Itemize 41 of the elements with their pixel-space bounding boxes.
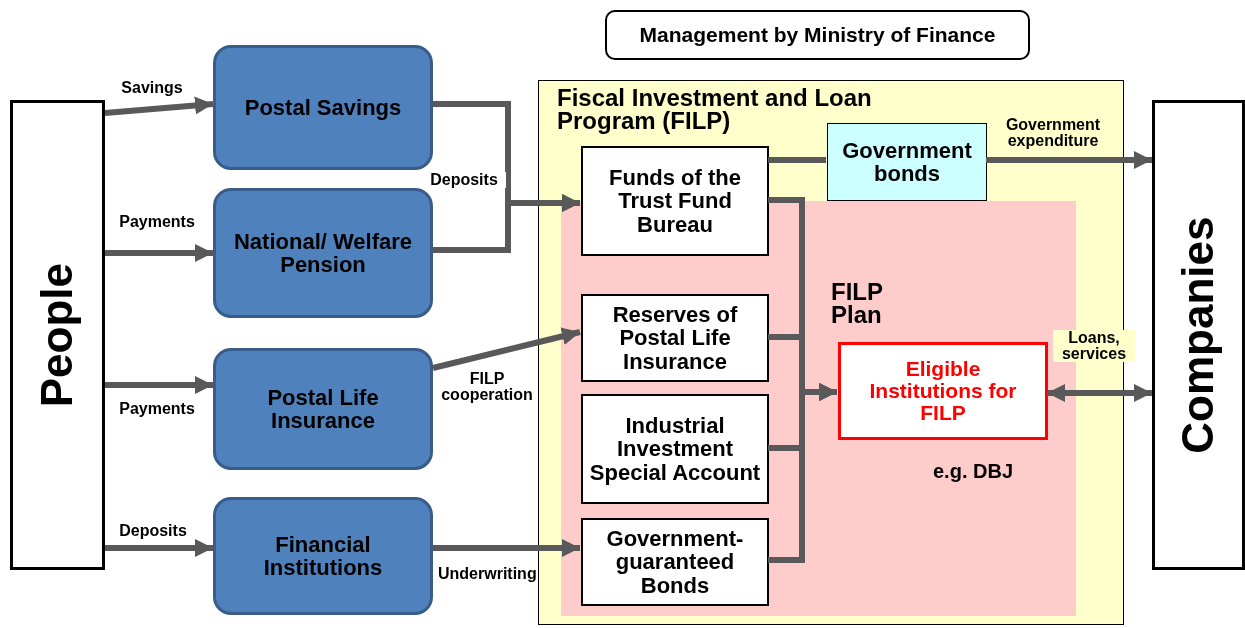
box-label: Management by Ministry of Finance bbox=[639, 23, 996, 46]
box-label: Government-guaranteed Bonds bbox=[605, 527, 745, 597]
process-box bbox=[581, 146, 769, 256]
box-label: Eligible Institutions for FILP bbox=[868, 357, 1018, 425]
process-box bbox=[213, 348, 433, 470]
edge-label: FILP cooperation bbox=[440, 371, 534, 403]
actor-box bbox=[10, 100, 105, 570]
arrow bbox=[986, 151, 1152, 169]
box-label: Financial Institutions bbox=[262, 532, 384, 580]
process-box bbox=[581, 394, 769, 504]
box-label: Reserves of Postal Life Insurance bbox=[611, 303, 739, 373]
box-label: Industrial Investment Special Account bbox=[589, 414, 761, 484]
arrow bbox=[105, 244, 213, 262]
box-label: Funds of the Trust Fund Bureau bbox=[608, 166, 742, 236]
process-box bbox=[581, 518, 769, 606]
box-label: National/ Welfare Pension bbox=[232, 229, 414, 277]
arrow bbox=[1047, 384, 1152, 402]
process-box bbox=[213, 188, 433, 318]
panel-title: Fiscal Investment and Loan Program (FILP) bbox=[557, 87, 873, 133]
box-label: Postal Savings bbox=[244, 95, 402, 120]
process-box bbox=[213, 497, 433, 615]
panel-title: FILP Plan bbox=[831, 281, 884, 327]
actor-label: Companies bbox=[1175, 216, 1222, 454]
box-label: Government bonds bbox=[841, 138, 973, 186]
actor-label: People bbox=[34, 262, 81, 408]
arrow bbox=[433, 539, 580, 557]
arrow bbox=[768, 383, 837, 563]
edge-label: Loans, services bbox=[1053, 330, 1135, 362]
arrow bbox=[105, 376, 213, 394]
arrow bbox=[105, 539, 213, 557]
example-note: e.g. DBJ bbox=[933, 460, 1014, 483]
program-panel bbox=[538, 80, 1124, 625]
box-label: Postal Life Insurance bbox=[266, 385, 380, 433]
actor-box bbox=[1152, 100, 1245, 570]
process-box bbox=[581, 294, 769, 382]
header-box bbox=[605, 10, 1030, 60]
arrow bbox=[432, 327, 581, 371]
process-box bbox=[213, 45, 433, 170]
process-box bbox=[827, 123, 987, 201]
edge-label: Underwriting bbox=[438, 566, 536, 582]
arrow bbox=[104, 96, 214, 116]
